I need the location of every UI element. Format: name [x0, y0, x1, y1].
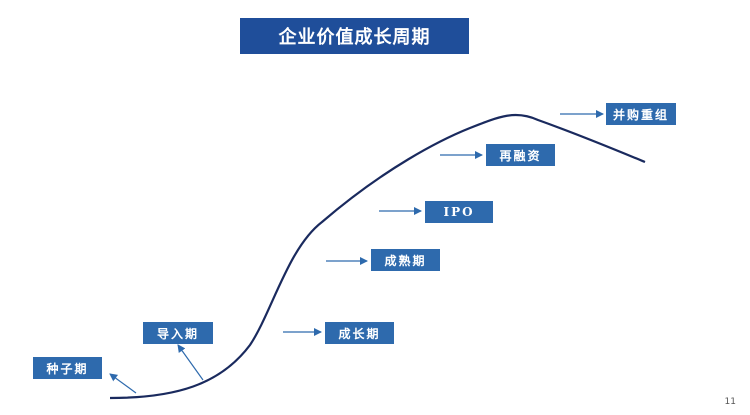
stage-label-ipo: IPO — [425, 201, 493, 223]
diagram-title: 企业价值成长周期 — [240, 18, 469, 54]
page-number: 11 — [724, 397, 736, 407]
stage-label-maturity: 成熟期 — [371, 249, 440, 271]
arrow-intro — [177, 344, 204, 381]
stage-label-intro: 导入期 — [143, 322, 213, 344]
arrow-seed — [109, 373, 137, 394]
stage-label-seed: 种子期 — [33, 357, 102, 379]
stage-label-ma: 并购重组 — [606, 103, 676, 125]
value-growth-curve — [109, 113, 646, 400]
stage-label-growth: 成长期 — [325, 322, 394, 344]
stage-label-refinancing: 再融资 — [486, 144, 555, 166]
